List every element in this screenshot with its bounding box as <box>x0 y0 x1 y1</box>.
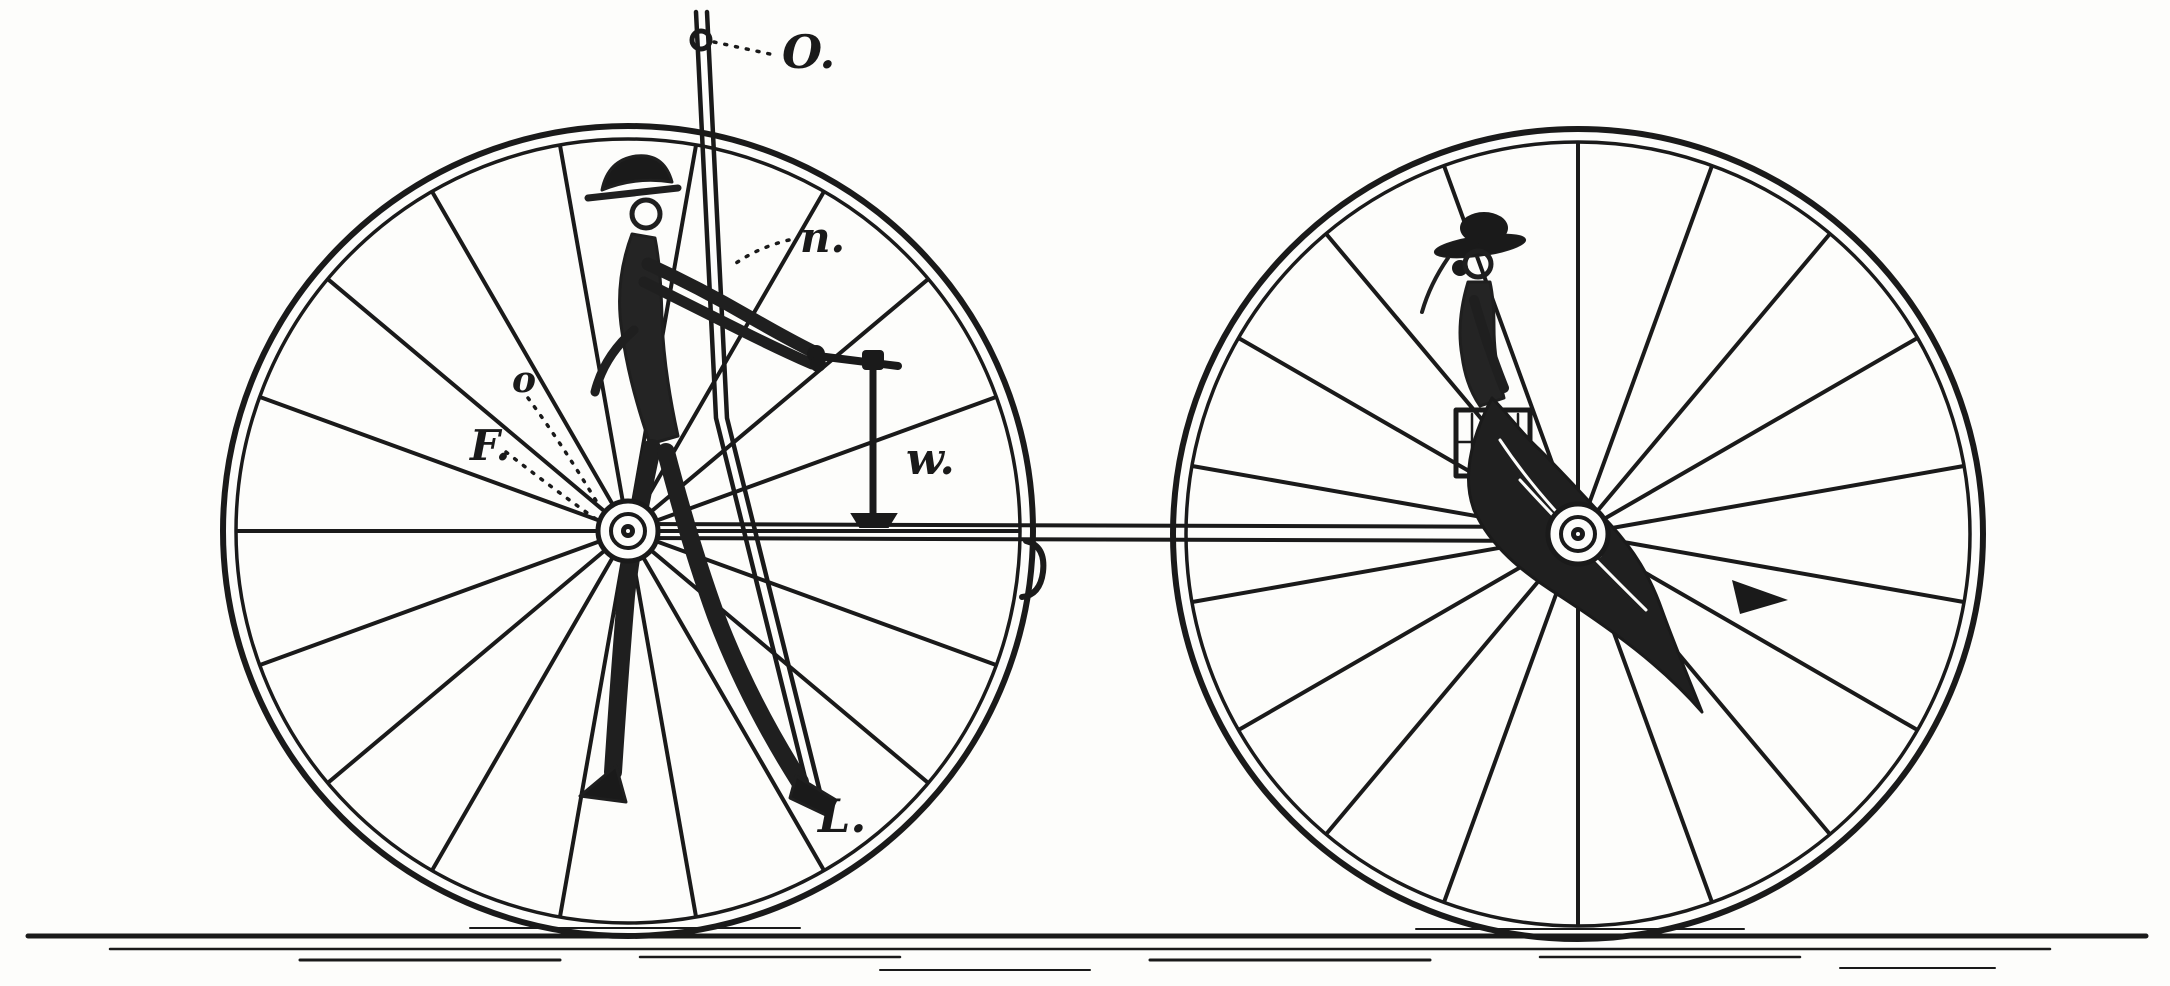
axle-bar <box>627 522 1579 600</box>
man-head <box>629 197 663 231</box>
man-front-shoe <box>578 764 628 804</box>
winch-base <box>850 513 898 528</box>
man-lower-arm <box>638 276 818 370</box>
woman-arm <box>1469 295 1509 393</box>
man-hat-crown <box>600 154 674 192</box>
woman-hat-crown <box>1460 212 1508 244</box>
right-hub <box>1545 501 1611 567</box>
woman-shoe-tip <box>1732 580 1788 614</box>
label-F: F. <box>469 421 510 470</box>
label-n: n. <box>800 213 845 262</box>
axle-hook-bracket <box>1019 538 1047 600</box>
winch-spool <box>862 350 884 370</box>
left-wheel-rim-inner <box>234 137 1022 925</box>
part-labels: O. n. o F. w. L. <box>469 25 955 843</box>
leader-o <box>526 396 600 506</box>
left-hub <box>595 498 661 564</box>
right-wheel-rim-inner <box>1184 140 1972 928</box>
leader-F <box>504 450 602 524</box>
ground <box>25 927 2149 971</box>
man-back-shoe <box>788 774 838 818</box>
right-wheel-rim-outer <box>1170 126 1986 942</box>
leader-lines <box>504 40 791 524</box>
man-hand-2 <box>810 356 826 372</box>
leader-n <box>730 238 791 268</box>
label-o-small: o <box>512 359 536 401</box>
balance-lever <box>689 9 825 803</box>
left-wheel <box>220 123 1036 939</box>
man-upper-arm <box>641 257 821 359</box>
label-L: L. <box>816 789 866 843</box>
man-coat-tail <box>590 325 639 397</box>
lever-top-ring <box>689 28 713 52</box>
man-hat-brim <box>584 184 682 202</box>
woman-bodice <box>1458 280 1506 408</box>
woman-head <box>1462 248 1494 280</box>
hand-winch-stand <box>814 350 902 528</box>
label-O: O. <box>782 25 835 79</box>
label-w: w. <box>906 434 955 485</box>
left-wheel-spokes <box>237 145 1019 917</box>
winch-handle-bar <box>814 352 902 370</box>
woman-hat-ribbon <box>1420 256 1450 314</box>
leader-O <box>712 40 772 56</box>
man-back-leg <box>657 443 809 791</box>
